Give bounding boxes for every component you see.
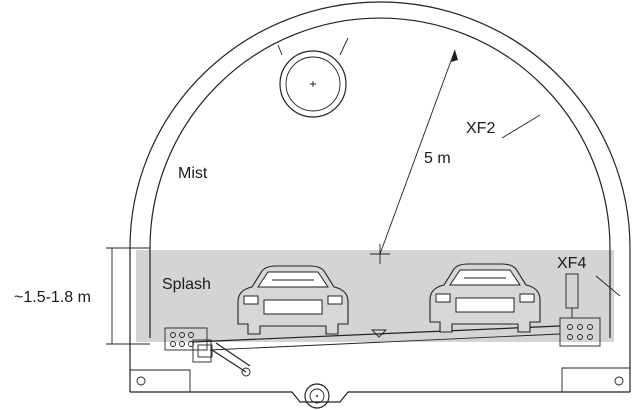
tunnel-inner-lining <box>149 17 611 338</box>
left-cable-trench <box>164 327 208 351</box>
road-underside <box>209 333 561 351</box>
tunnel-outer-lining <box>129 1 631 392</box>
right-drain-bolt <box>614 376 624 386</box>
radius-label: 5 m <box>424 150 451 167</box>
tunnel-invert <box>130 391 630 403</box>
drain-pipe <box>197 342 251 377</box>
xf2-label: XF2 <box>466 120 495 137</box>
road-center-marker <box>370 329 388 338</box>
main-drain-inner <box>309 388 325 404</box>
main-drain-dot <box>316 395 318 397</box>
right-footing <box>561 367 630 392</box>
radius-arrowhead <box>451 50 458 62</box>
right-cable-trench <box>559 317 601 347</box>
left-footing <box>130 369 191 392</box>
main-drain-outer <box>304 383 330 409</box>
splash-height-label: ~1.5-1.8 m <box>14 289 91 306</box>
car-right <box>429 263 541 333</box>
radius-line <box>379 49 456 255</box>
ventilation-duct-inner <box>285 56 341 112</box>
left-trench-cables <box>170 332 194 347</box>
duct-hanger <box>277 37 349 56</box>
xf4-leader <box>595 275 621 297</box>
xf2-leader <box>501 114 541 139</box>
ventilation-duct-outer <box>279 50 347 118</box>
splash-label: Splash <box>162 276 211 293</box>
splash-zone-band <box>136 250 614 342</box>
mist-label: Mist <box>178 165 208 182</box>
left-drain-bolt <box>136 376 146 386</box>
xf4-label: XF4 <box>557 255 586 272</box>
dimension-line <box>106 247 150 345</box>
right-trench-cables <box>567 324 593 340</box>
car-left <box>237 265 349 335</box>
left-drain-box <box>192 339 212 363</box>
duct-plus <box>310 81 316 87</box>
